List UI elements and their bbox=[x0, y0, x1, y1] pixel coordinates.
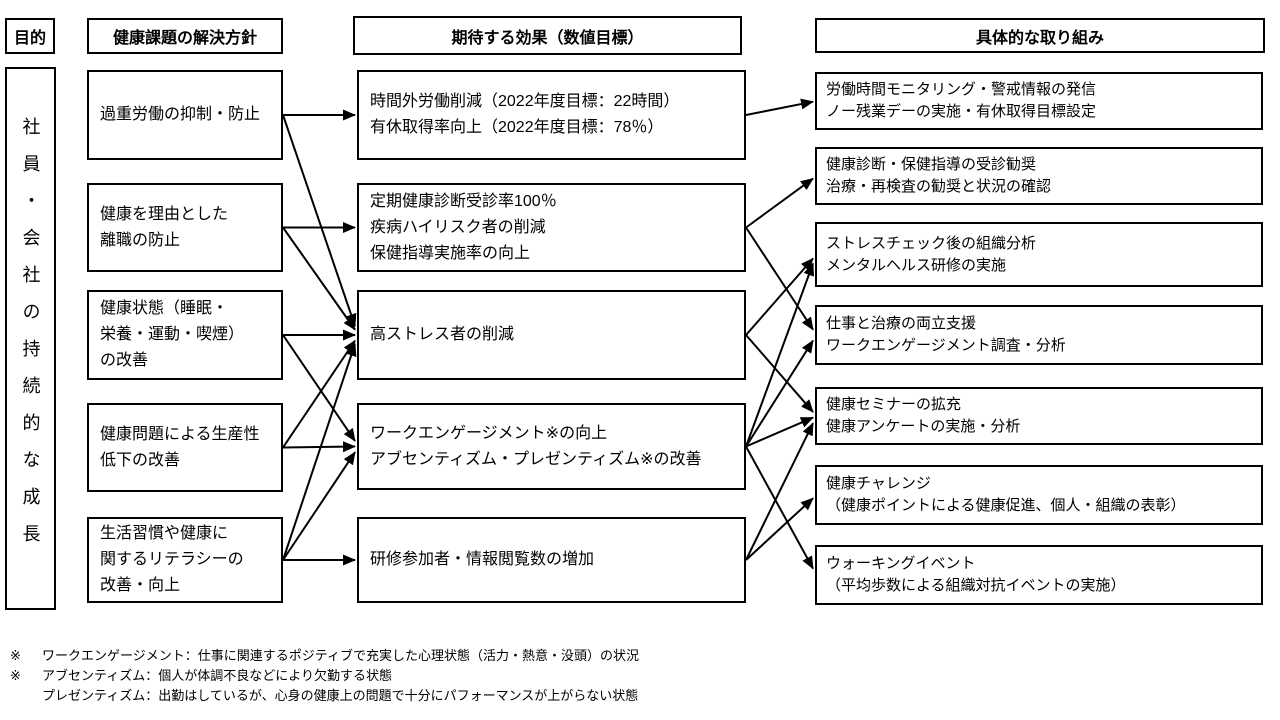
arrow-s4-e4 bbox=[282, 441, 356, 453]
box-e2-line: 定期健康診断受診率100％ bbox=[370, 192, 557, 210]
arrow-e4-a7 bbox=[745, 446, 814, 570]
footnote-marker: ※ bbox=[10, 648, 21, 663]
box-s2-line: 離職の防止 bbox=[100, 231, 181, 249]
box-s5: 生活習慣や健康に 関するリテラシーの 改善・向上 bbox=[87, 517, 283, 603]
arrow-e3-a3 bbox=[745, 257, 814, 336]
footnote-marker bbox=[10, 686, 42, 706]
box-a7: ウォーキングイベント （平均歩数による組織対抗イベントの実施） bbox=[815, 545, 1263, 605]
arrow-e4-a3 bbox=[745, 262, 815, 447]
box-s5-line: 生活習慣や健康に bbox=[100, 525, 229, 542]
box-a1-line: 労働時間モニタリング・警戒情報の発信 bbox=[826, 81, 1097, 98]
arrow-s1-e3 bbox=[282, 114, 357, 327]
arrow-e3-a5 bbox=[745, 334, 814, 413]
box-s4-line: 低下の改善 bbox=[100, 451, 181, 469]
arrow-e2-a2 bbox=[745, 177, 814, 229]
initiatives-header: 具体的な取り組み bbox=[815, 18, 1265, 53]
box-e2-line: 保健指導実施率の向上 bbox=[370, 244, 531, 262]
arrow-s3-e4 bbox=[282, 334, 356, 442]
arrow-s5-e3 bbox=[282, 343, 357, 561]
box-a7-line: ウォーキングイベント bbox=[826, 555, 976, 572]
box-a6: 健康チャレンジ （健康ポイントによる健康促進、個人・組織の表彰） bbox=[815, 465, 1263, 525]
box-e2: 定期健康診断受診率100％ 疾病ハイリスク者の削減 保健指導実施率の向上 bbox=[357, 183, 746, 272]
box-s3-line: 健康状態（睡眠・ bbox=[100, 300, 229, 317]
box-a5: 健康セミナーの拡充 健康アンケートの実施・分析 bbox=[815, 387, 1263, 445]
footnote: ※ アブセンティズム：個人が体調不良などにより欠勤する状態 bbox=[10, 666, 639, 686]
box-a5-line: 健康セミナーの拡充 bbox=[826, 396, 962, 413]
footnote-marker: ※ bbox=[10, 668, 21, 683]
footnote: プレゼンティズム：出勤はしているが、心身の健康上の問題で十分にパフォーマンスが上… bbox=[10, 686, 639, 706]
arrow-e4-a5 bbox=[745, 416, 814, 448]
box-s3-line: 栄養・運動・喫煙） bbox=[100, 326, 245, 343]
box-a7-line: （平均歩数による組織対抗イベントの実施） bbox=[826, 577, 1126, 594]
box-a4: 仕事と治療の両立支援 ワークエンゲージメント調査・分析 bbox=[815, 305, 1263, 365]
footnote-text: ワークエンゲージメント：仕事に関連するポジティブで充実した心理状態（活力・熱意・… bbox=[42, 648, 639, 663]
box-s5-line: 関するリテラシーの bbox=[100, 551, 244, 568]
purpose-text: 社員・会社の持続的な成長 bbox=[20, 116, 41, 561]
box-e1-line: 有休取得率向上（2022年度目標：78％） bbox=[370, 119, 664, 136]
box-e3: 高ストレス者の削減 bbox=[357, 290, 746, 380]
box-e2-line: 疾病ハイリスク者の削減 bbox=[370, 218, 546, 236]
box-e5: 研修参加者・情報閲覧数の増加 bbox=[357, 517, 746, 603]
box-s2-line: 健康を理由とした bbox=[100, 205, 229, 223]
purpose-header: 目的 bbox=[5, 18, 55, 54]
box-a3: ストレスチェック後の組織分析 メンタルヘルス研修の実施 bbox=[815, 222, 1263, 287]
box-a3-line: ストレスチェック後の組織分析 bbox=[826, 234, 1037, 252]
box-a1-line: ノー残業デーの実施・有休取得目標設定 bbox=[826, 103, 1097, 120]
box-s1: 過重労働の抑制・防止 bbox=[87, 70, 283, 160]
arrow-e5-a5 bbox=[745, 422, 814, 561]
box-e1-line: 時間外労働削減（2022年度目標：22時間） bbox=[370, 93, 680, 110]
footnote-text: プレゼンティズム：出勤はしているが、心身の健康上の問題で十分にパフォーマンスが上… bbox=[42, 688, 639, 703]
box-e5-line: 研修参加者・情報閲覧数の増加 bbox=[370, 551, 595, 568]
footnotes: ※ ワークエンゲージメント：仕事に関連するポジティブで充実した心理状態（活力・熱… bbox=[10, 646, 639, 706]
box-s3: 健康状態（睡眠・ 栄養・運動・喫煙） の改善 bbox=[87, 290, 283, 380]
box-a3-line: メンタルヘルス研修の実施 bbox=[826, 256, 1007, 274]
box-s5-line: 改善・向上 bbox=[100, 577, 181, 594]
box-s3-line: の改善 bbox=[100, 352, 149, 369]
box-e3-line: 高ストレス者の削減 bbox=[370, 326, 515, 343]
box-e4-line: ワークエンゲージメント※の向上 bbox=[370, 424, 608, 442]
box-a6-line: （健康ポイントによる健康促進、個人・組織の表彰） bbox=[826, 497, 1186, 514]
arrow-e1-a1 bbox=[745, 98, 814, 116]
arrow-e5-a6 bbox=[745, 497, 814, 561]
box-a6-line: 健康チャレンジ bbox=[826, 475, 931, 492]
box-e4-line: アブセンティズム・プレゼンティズム※の改善 bbox=[370, 450, 702, 468]
box-e1: 時間外労働削減（2022年度目標：22時間） 有休取得率向上（2022年度目標：… bbox=[357, 70, 746, 160]
box-s4-line: 健康問題による生産性 bbox=[100, 425, 260, 443]
box-a1: 労働時間モニタリング・警戒情報の発信 ノー残業デーの実施・有休取得目標設定 bbox=[815, 72, 1263, 130]
arrow-s4-e3 bbox=[282, 339, 356, 449]
box-a2: 健康診断・保健指導の受診勧奨 治療・再検査の勧奨と状況の確認 bbox=[815, 147, 1263, 205]
solutions-header: 健康課題の解決方針 bbox=[87, 18, 283, 54]
box-a2-line: 健康診断・保健指導の受診勧奨 bbox=[826, 156, 1037, 173]
box-e4: ワークエンゲージメント※の向上 アブセンティズム・プレゼンティズム※の改善 bbox=[357, 403, 746, 490]
arrow-e4-a4 bbox=[745, 339, 814, 448]
box-a4-line: 仕事と治療の両立支援 bbox=[826, 315, 977, 332]
arrow-s2-e3 bbox=[282, 226, 356, 331]
arrow-e2-a4 bbox=[745, 226, 814, 331]
box-a4-line: ワークエンゲージメント調査・分析 bbox=[826, 337, 1066, 354]
box-a2-line: 治療・再検査の勧奨と状況の確認 bbox=[826, 178, 1052, 195]
footnote: ※ ワークエンゲージメント：仕事に関連するポジティブで充実した心理状態（活力・熱… bbox=[10, 646, 639, 666]
footnote-text: アブセンティズム：個人が体調不良などにより欠勤する状態 bbox=[42, 668, 392, 683]
box-s2: 健康を理由とした 離職の防止 bbox=[87, 183, 283, 272]
purpose-box: 社員・会社の持続的な成長 bbox=[5, 67, 56, 610]
arrow-s5-e4 bbox=[282, 451, 356, 561]
box-s4: 健康問題による生産性 低下の改善 bbox=[87, 403, 283, 492]
effects-header: 期待する効果（数値目標） bbox=[353, 16, 742, 55]
box-s1-line: 過重労働の抑制・防止 bbox=[100, 106, 261, 123]
box-a5-line: 健康アンケートの実施・分析 bbox=[826, 418, 1021, 435]
